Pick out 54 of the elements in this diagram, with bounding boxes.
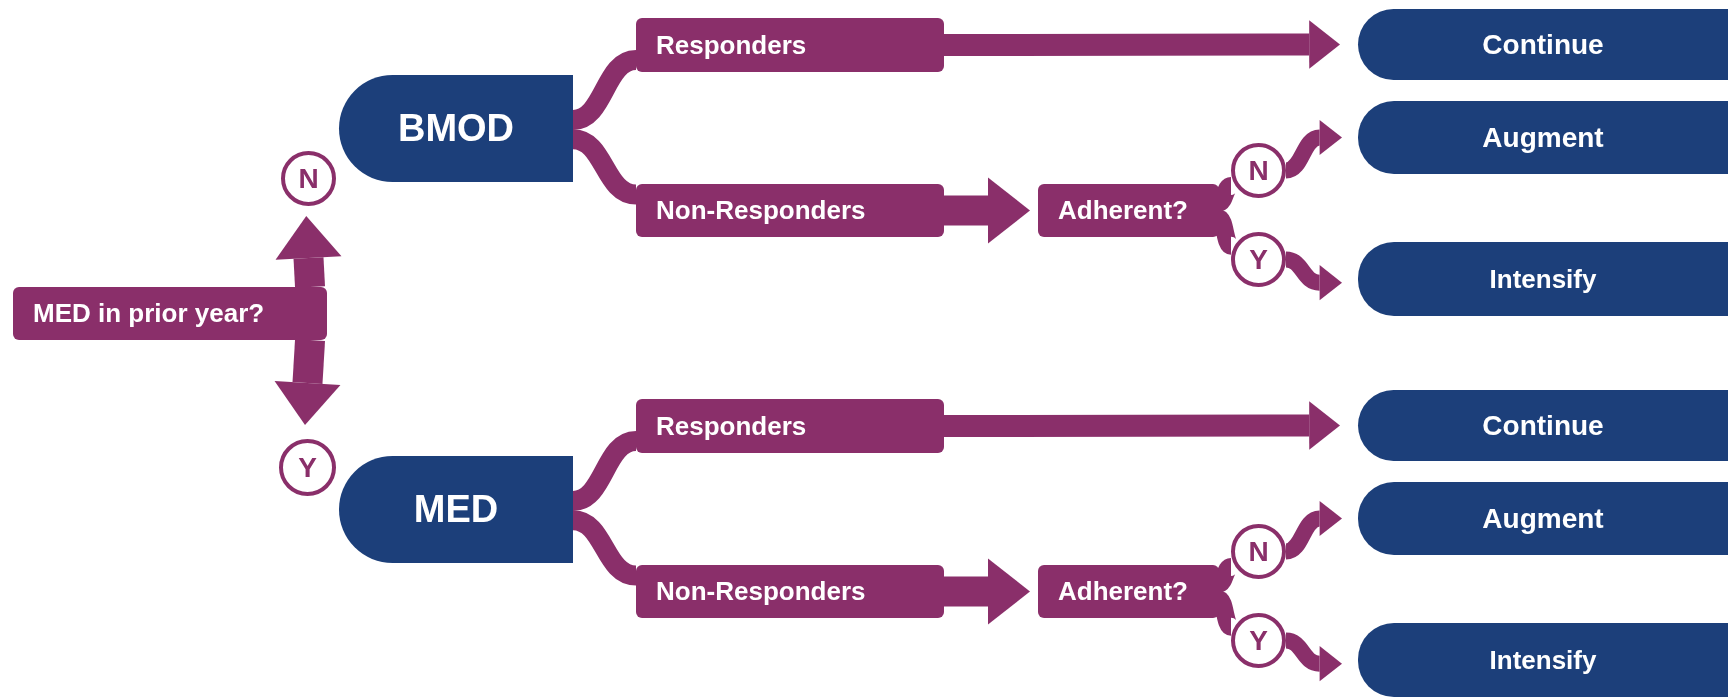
node-label: Adherent? xyxy=(1058,195,1188,226)
node-label: Responders xyxy=(656,29,807,61)
response-box xyxy=(636,18,944,72)
node-label: Intensify xyxy=(1489,644,1597,676)
node-label: BMOD xyxy=(397,107,515,150)
arrow xyxy=(944,558,1030,625)
arrow xyxy=(1285,632,1342,682)
connector-band xyxy=(571,510,638,586)
node-label: Responders xyxy=(656,410,807,442)
arrow xyxy=(275,216,342,288)
response-box xyxy=(636,184,944,237)
node-label: Y xyxy=(1249,624,1268,657)
response-box xyxy=(636,399,944,453)
arrow xyxy=(944,177,1030,244)
node-label: Y xyxy=(1249,243,1268,276)
outcome-box xyxy=(1358,390,1728,461)
treatment-box xyxy=(339,75,573,182)
outcome-box xyxy=(1358,101,1728,174)
node-label: Non-Responders xyxy=(656,195,866,226)
node-label: Non-Responders xyxy=(656,576,866,607)
node-label: Adherent? xyxy=(1058,576,1188,607)
arrow xyxy=(274,339,341,425)
treatment-box xyxy=(339,456,573,563)
outcome-box xyxy=(1358,242,1728,316)
question-box xyxy=(1038,184,1219,237)
question-box xyxy=(13,287,327,340)
node-label: Intensify xyxy=(1489,263,1597,295)
choice-circle xyxy=(279,439,336,496)
response-box xyxy=(636,565,944,618)
choice-circle xyxy=(1231,232,1286,287)
outcome-box xyxy=(1358,9,1728,80)
arrow xyxy=(943,401,1340,450)
node-label: Augment xyxy=(1482,121,1604,154)
outcome-box xyxy=(1358,482,1728,555)
connector-band xyxy=(571,431,638,511)
outcome-box xyxy=(1358,623,1728,697)
choice-circle xyxy=(281,151,336,206)
node-label: MED xyxy=(413,488,499,531)
choice-circle xyxy=(1231,143,1286,198)
question-box xyxy=(1038,565,1219,618)
node-label: Continue xyxy=(1482,28,1604,61)
node-label: N xyxy=(298,162,319,195)
connector-band xyxy=(571,129,638,205)
node-label: N xyxy=(1248,535,1269,568)
node-label: Augment xyxy=(1482,502,1604,535)
node-label: Continue xyxy=(1482,409,1604,442)
node-label: N xyxy=(1248,154,1269,187)
connector-band xyxy=(571,50,638,130)
choice-circle xyxy=(1231,613,1286,668)
node-label: Y xyxy=(298,451,317,484)
arrow xyxy=(943,20,1340,69)
node-label: MED in prior year? xyxy=(33,298,265,329)
choice-circle xyxy=(1231,524,1286,579)
arrow xyxy=(1285,251,1342,301)
